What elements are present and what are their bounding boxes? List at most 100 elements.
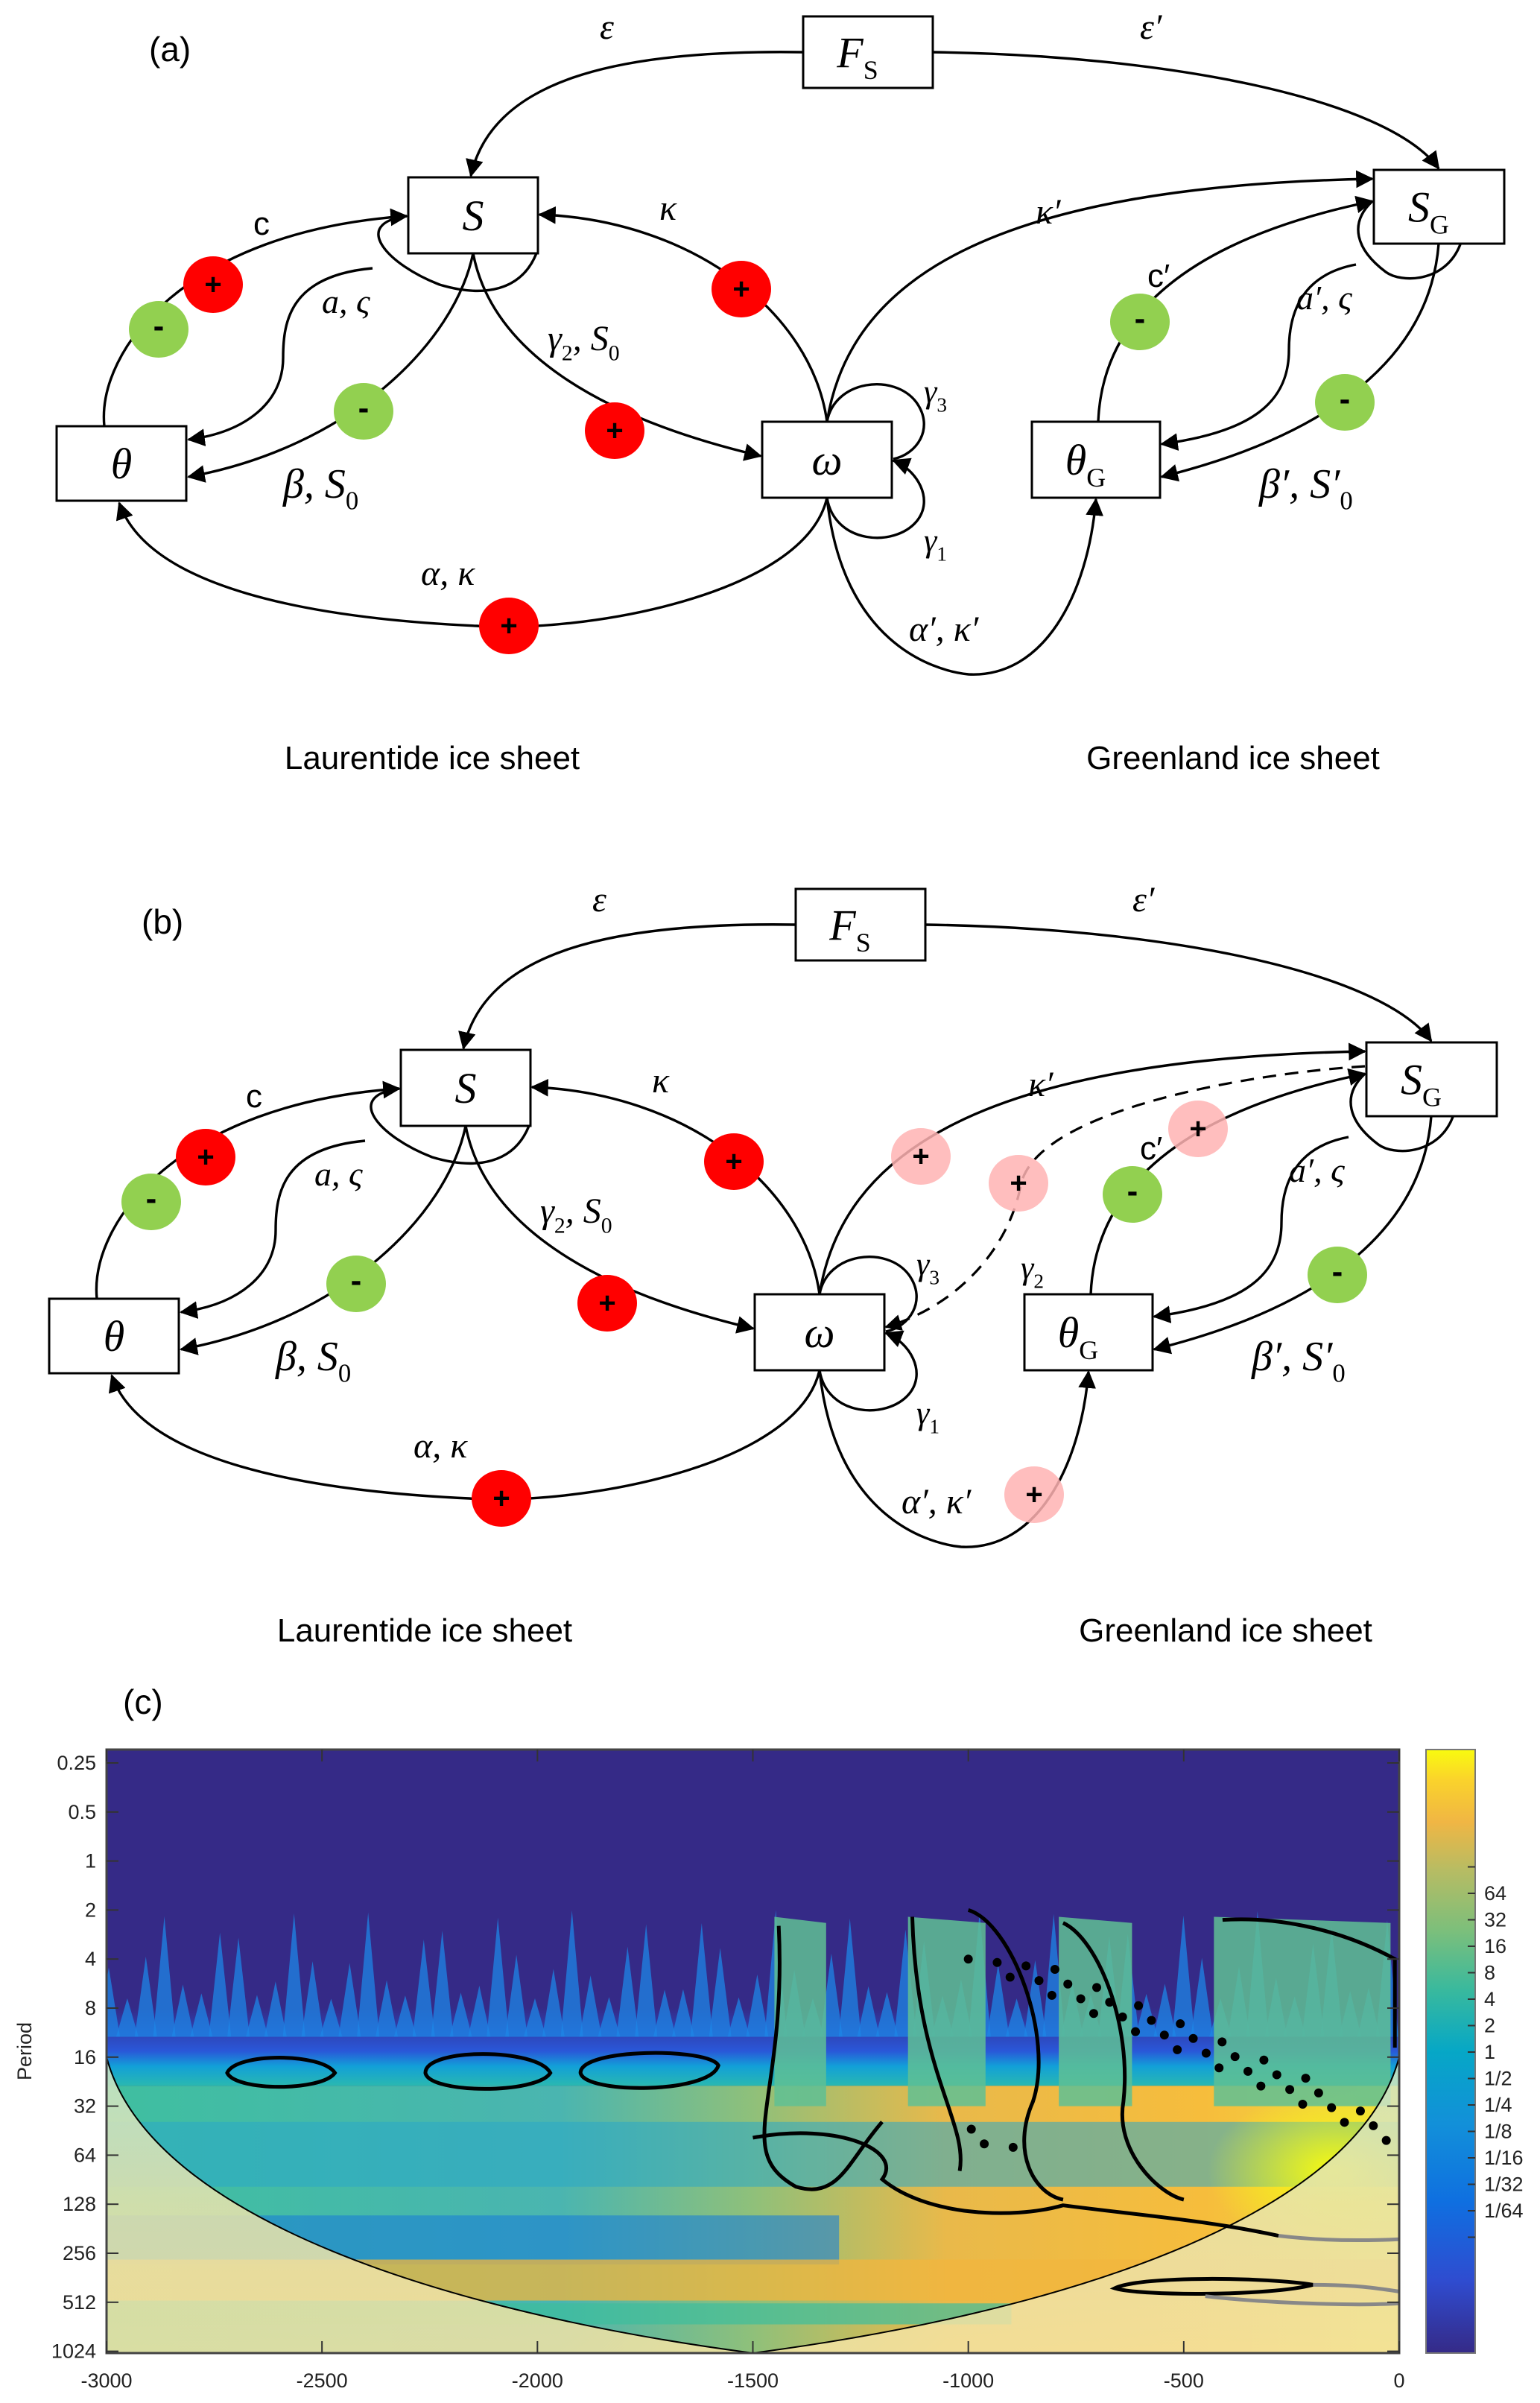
power-spike	[635, 1924, 658, 2037]
y-tick-label: 0.25	[57, 1752, 96, 1774]
sign-marker-minus-disc	[1308, 1247, 1367, 1303]
significance-dot	[1217, 2037, 1227, 2047]
sign-marker-plus-symbol: +	[500, 610, 517, 642]
power-spike	[376, 1980, 399, 2037]
node-label-omega-main: ω	[805, 1308, 835, 1357]
grey-contour	[1278, 2234, 1399, 2243]
label-gamma2-dashed: γ2	[1021, 1250, 1044, 1292]
y-tick-label: 32	[74, 2095, 96, 2118]
sign-marker-plus-symbol: +	[204, 268, 221, 301]
node-label-Fs-sub: S	[856, 928, 871, 957]
sign-marker-plus-added: +	[891, 1128, 951, 1185]
node-label-Fs: FS	[836, 28, 878, 85]
x-tick-label: -3000	[80, 2369, 132, 2392]
significance-dot	[1230, 2052, 1240, 2062]
label-a-prime-zeta-main: a′, ς	[1289, 1151, 1345, 1189]
y-tick-label: 2	[85, 1899, 96, 1921]
label-gamma1: γ1	[916, 1395, 939, 1437]
sign-marker-minus-disc	[1103, 1166, 1162, 1223]
significance-dot	[1076, 1994, 1086, 2004]
sign-marker-minus-disc	[129, 301, 188, 358]
edge-omega-to-thetaG-alpha	[818, 1370, 1097, 1548]
sign-marker-plus-added: +	[1168, 1101, 1228, 1157]
edge-S-self-loop	[377, 215, 538, 293]
y-axis-label: Period	[13, 2022, 36, 2080]
sign-marker-plus-disc	[176, 1129, 235, 1185]
y-tick-label: 64	[74, 2144, 96, 2166]
axes: 0.250.512481632641282565121024-3000-2500…	[13, 1682, 1405, 2392]
edge-S-to-omega-gamma2	[472, 253, 762, 461]
power-spike	[264, 1981, 287, 2037]
power-spike	[171, 1984, 194, 2037]
sign-marker-minus: -	[1315, 374, 1375, 431]
power-spike	[1005, 1998, 1028, 2037]
colorbar-tick-label: 1/64	[1484, 2200, 1524, 2222]
significance-dot	[1201, 2048, 1211, 2058]
label-gamma1-sub: 1	[929, 1415, 939, 1437]
significance-contour	[578, 2051, 720, 2090]
label-beta-S0-sub: 0	[346, 487, 358, 516]
power-spike	[579, 1975, 602, 2037]
label-c-prime: c′	[1140, 1130, 1162, 1167]
node-label-Fs-sub: S	[864, 55, 878, 85]
significance-contour	[225, 2055, 338, 2089]
sign-marker-minus-symbol: -	[146, 1180, 157, 1217]
edge-S-to-theta-beta	[187, 253, 475, 483]
label-kappa-main: κ	[659, 189, 677, 228]
edge-omega-to-theta-alpha	[108, 1370, 821, 1501]
sign-marker-minus-symbol: -	[351, 1262, 362, 1299]
edge-omega-self-gamma1	[818, 1330, 918, 1412]
label-gamma3: γ3	[916, 1246, 939, 1288]
edge-omega-to-theta-alpha	[115, 497, 828, 628]
sign-marker-plus: +	[712, 261, 771, 317]
label-kappa-prime: κ′	[1028, 1065, 1054, 1104]
sign-marker-minus-symbol: -	[1127, 1173, 1138, 1209]
power-spike	[487, 1917, 510, 2037]
sign-marker-minus-symbol: -	[1135, 300, 1146, 337]
label-a-zeta: a, ς	[314, 1155, 363, 1193]
label-alpha-prime-kappa-prime-main: α′, κ′	[901, 1482, 972, 1522]
power-spike	[1024, 1960, 1047, 2037]
edge-Fs-to-S	[458, 923, 796, 1050]
sign-marker-plus: +	[176, 1129, 235, 1185]
sign-marker-plus: +	[577, 1275, 637, 1332]
power-spike	[838, 1918, 861, 2037]
significant-finger	[1214, 1916, 1391, 2106]
label-epsilon-prime: ε′	[1132, 880, 1156, 919]
edge-S-self-loop	[370, 1087, 530, 1165]
sign-marker-minus: -	[1103, 1166, 1162, 1223]
significance-dot	[1256, 2081, 1266, 2091]
significance-contour	[1222, 1917, 1397, 2048]
sign-marker-plus-added: +	[1004, 1466, 1064, 1523]
edge-omega-self-gamma3	[826, 383, 925, 460]
node-label-theta: θ	[104, 1312, 125, 1361]
region-label-laurentide: Laurentide ice sheet	[277, 1612, 572, 1649]
label-gamma2-S0-main: γ	[540, 1191, 555, 1231]
edge-omega-self-gamma1	[826, 458, 925, 539]
sign-marker-minus-symbol: -	[358, 390, 370, 426]
significance-dot	[1131, 2027, 1141, 2036]
panel-label-main: (b)	[142, 902, 183, 941]
significance-dot	[1314, 2088, 1323, 2098]
significance-contour	[967, 1908, 1064, 2202]
colorbar-tick-label: 64	[1484, 1882, 1506, 1905]
label-beta-prime-S0-prime-sub: 0	[1332, 1359, 1345, 1388]
label-beta-prime-S0-prime-main: β′, S′	[1251, 1334, 1333, 1380]
power-spike	[431, 1931, 454, 2037]
colorbar-tick-label: 1/16	[1484, 2147, 1524, 2169]
edge-omega-to-thetaG-alpha	[826, 497, 1104, 676]
power-spike	[709, 1948, 732, 2037]
node-box-theta	[48, 1297, 180, 1375]
sign-marker-plus-added-disc	[1004, 1466, 1064, 1523]
power-spike	[227, 1937, 250, 2037]
label-gamma1: γ1	[924, 522, 947, 565]
region-label-greenland: Greenland ice sheet	[1086, 740, 1380, 776]
sign-marker-plus-added-disc	[1168, 1101, 1228, 1157]
significant-finger	[774, 1916, 826, 2106]
significance-dot	[1272, 2070, 1281, 2080]
edge-Fs-to-SG	[932, 51, 1440, 170]
colorbar-tick-label: 1/8	[1484, 2121, 1512, 2143]
significance-dot	[1050, 1965, 1059, 1975]
